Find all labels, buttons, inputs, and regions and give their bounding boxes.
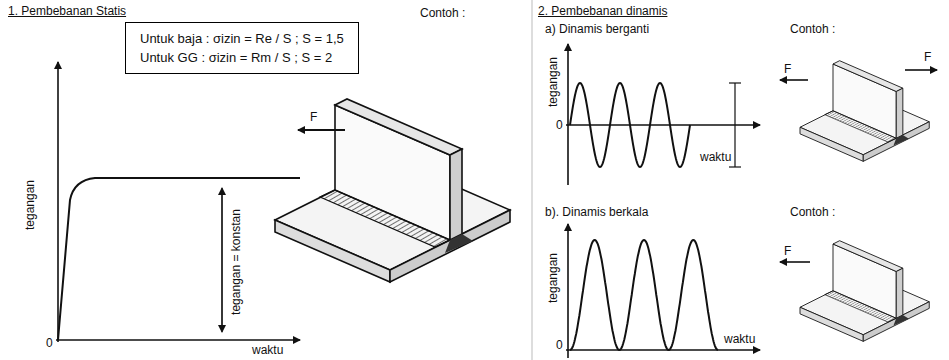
force-label: F bbox=[310, 110, 317, 124]
subheading: a) Dinamis berganti bbox=[545, 22, 649, 36]
force-label: F bbox=[924, 50, 931, 64]
origin-label: 0 bbox=[556, 338, 563, 352]
force-label: F bbox=[784, 62, 791, 76]
origin-label: 0 bbox=[556, 118, 563, 132]
example-label: Contoh : bbox=[420, 6, 465, 20]
formula-text: Untuk baja : σizin = Re / S ; S = 1,5 bbox=[140, 29, 344, 48]
origin-label: 0 bbox=[46, 336, 53, 350]
axis-label: tegangan bbox=[23, 180, 37, 230]
axis-label: tegangan bbox=[546, 57, 560, 107]
axis-label: tegangan bbox=[546, 253, 560, 303]
axis-label: waktu bbox=[724, 332, 755, 346]
formula-box: Untuk baja : σizin = Re / S ; S = 1,5Unt… bbox=[125, 22, 359, 74]
subheading: b). Dinamis berkala bbox=[545, 205, 648, 219]
section-heading: 1. Pembebanan Statis bbox=[8, 4, 126, 18]
value-label: tegangan = konstan bbox=[229, 209, 243, 315]
axis-label: waktu bbox=[252, 343, 283, 357]
axis-label: waktu bbox=[700, 150, 731, 164]
formula-text: Untuk GG : σizin = Rm / S ; S = 2 bbox=[140, 48, 344, 67]
section-heading: 2. Pembebanan dinamis bbox=[538, 4, 667, 18]
force-label: F bbox=[784, 244, 791, 258]
example-label: Contoh : bbox=[790, 205, 835, 219]
example-label: Contoh : bbox=[790, 22, 835, 36]
